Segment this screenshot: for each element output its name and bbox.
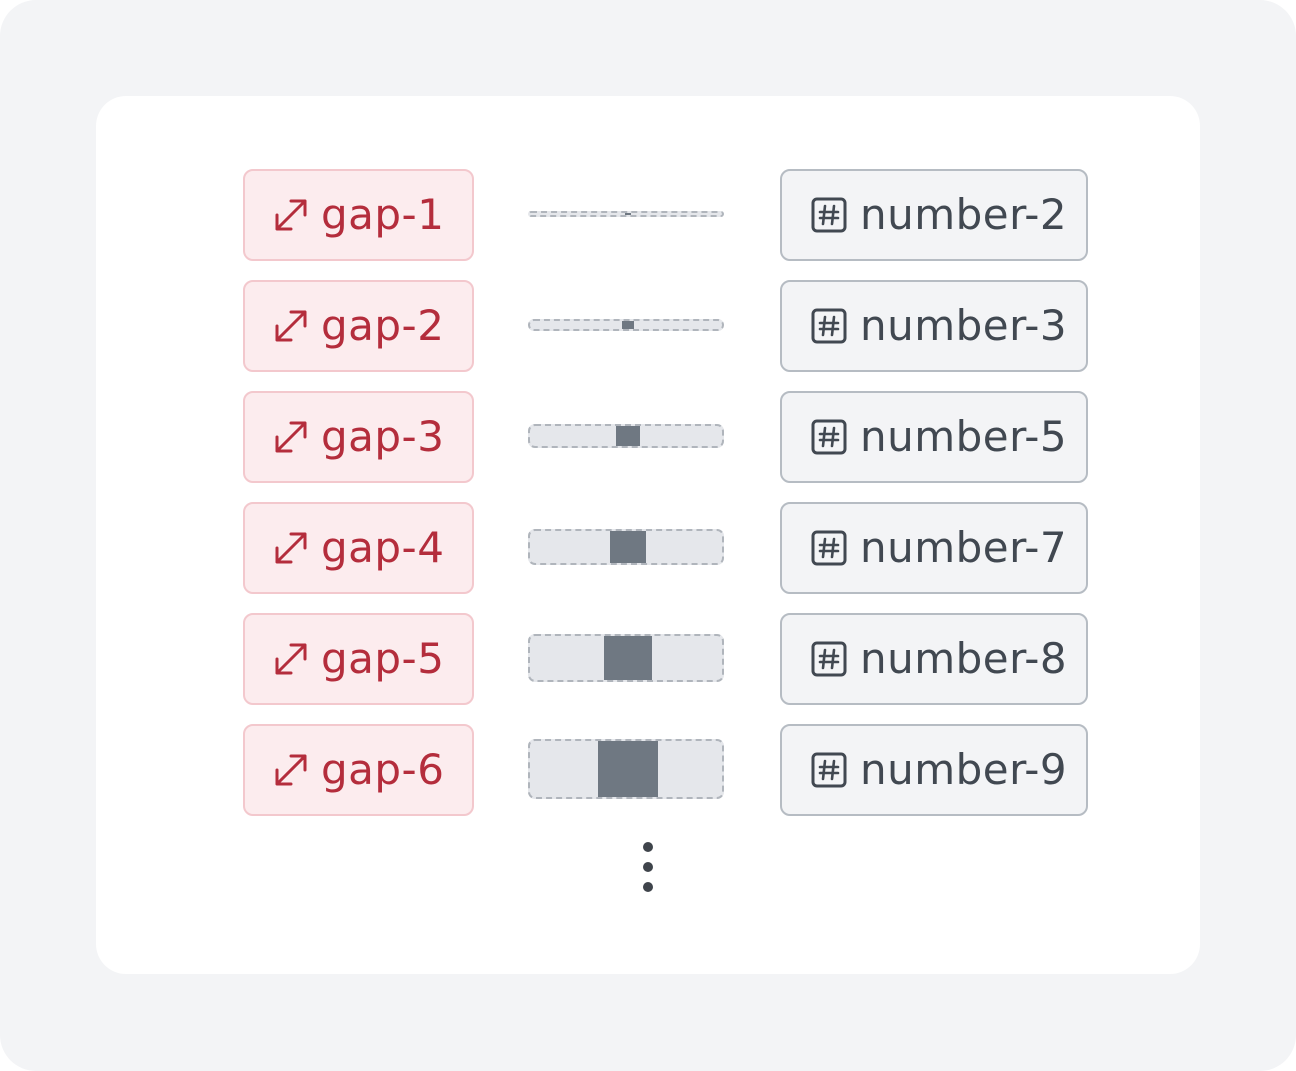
hash-box-icon bbox=[811, 752, 847, 788]
gap-token-tag: gap-3 bbox=[243, 391, 474, 483]
gap-token-tag: gap-1 bbox=[243, 169, 474, 261]
gap-token-label: gap-4 bbox=[321, 523, 445, 572]
gap-size-fill bbox=[604, 636, 652, 680]
gap-size-bar bbox=[528, 739, 724, 799]
gap-token-label: gap-3 bbox=[321, 412, 445, 461]
hash-box-icon bbox=[811, 419, 847, 455]
gap-size-fill bbox=[598, 741, 658, 797]
resize-diagonal-arrow-icon bbox=[275, 421, 307, 453]
resize-diagonal-arrow-icon bbox=[275, 643, 307, 675]
number-token-tag: number-3 bbox=[780, 280, 1088, 372]
number-token-label: number-8 bbox=[860, 634, 1068, 683]
gap-token-tag: gap-4 bbox=[243, 502, 474, 594]
gap-size-bar bbox=[528, 319, 724, 331]
gap-size-fill bbox=[622, 321, 634, 329]
gap-token-label: gap-6 bbox=[321, 745, 445, 794]
number-token-tag: number-9 bbox=[780, 724, 1088, 816]
number-token-label: number-2 bbox=[860, 190, 1068, 239]
gap-token-tag: gap-2 bbox=[243, 280, 474, 372]
gap-size-fill bbox=[625, 213, 631, 215]
number-token-tag: number-8 bbox=[780, 613, 1088, 705]
gap-size-fill bbox=[616, 426, 640, 446]
number-token-label: number-5 bbox=[860, 412, 1068, 461]
vertical-ellipsis-icon bbox=[642, 842, 654, 892]
gap-size-bar bbox=[528, 634, 724, 682]
gap-size-bar bbox=[528, 529, 724, 565]
number-token-label: number-9 bbox=[860, 745, 1068, 794]
gap-size-fill bbox=[610, 531, 646, 563]
resize-diagonal-arrow-icon bbox=[275, 310, 307, 342]
gap-size-bar bbox=[528, 211, 724, 217]
number-token-label: number-3 bbox=[860, 301, 1068, 350]
number-token-tag: number-2 bbox=[780, 169, 1088, 261]
gap-token-tag: gap-5 bbox=[243, 613, 474, 705]
resize-diagonal-arrow-icon bbox=[275, 754, 307, 786]
gap-token-label: gap-1 bbox=[321, 190, 445, 239]
number-token-label: number-7 bbox=[860, 523, 1068, 572]
resize-diagonal-arrow-icon bbox=[275, 199, 307, 231]
gap-token-label: gap-2 bbox=[321, 301, 445, 350]
hash-box-icon bbox=[811, 197, 847, 233]
resize-diagonal-arrow-icon bbox=[275, 532, 307, 564]
hash-box-icon bbox=[811, 530, 847, 566]
gap-token-tag: gap-6 bbox=[243, 724, 474, 816]
gap-size-bar bbox=[528, 424, 724, 448]
gap-token-label: gap-5 bbox=[321, 634, 445, 683]
number-token-tag: number-5 bbox=[780, 391, 1088, 483]
hash-box-icon bbox=[811, 641, 847, 677]
hash-box-icon bbox=[811, 308, 847, 344]
number-token-tag: number-7 bbox=[780, 502, 1088, 594]
